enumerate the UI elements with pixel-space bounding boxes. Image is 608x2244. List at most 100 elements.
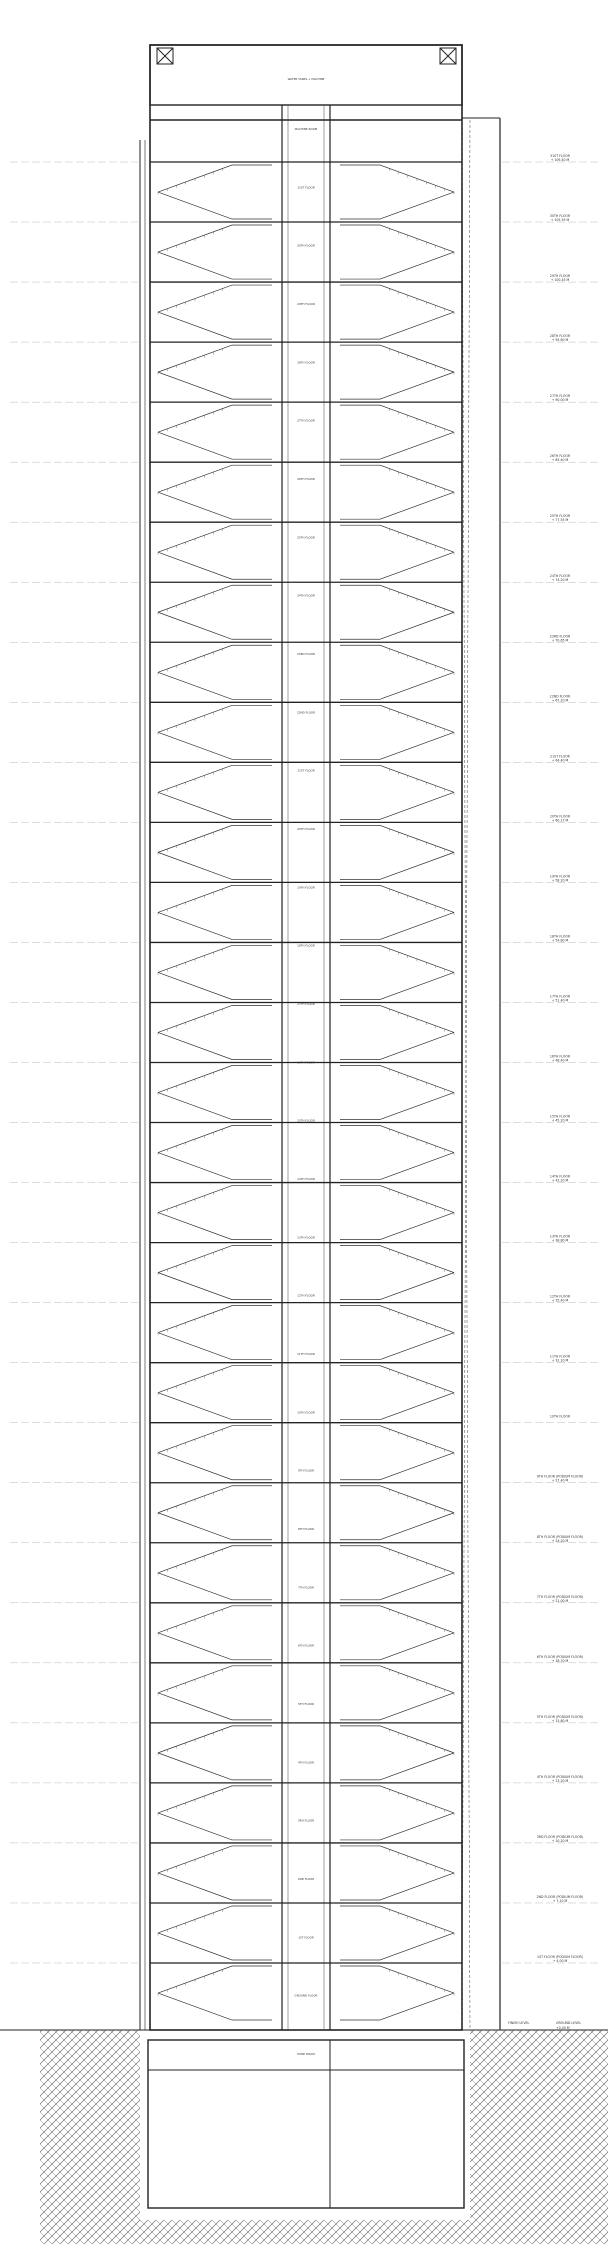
stair-flight-right-lower	[340, 431, 455, 460]
stair-flight-right-lower	[340, 551, 455, 580]
stair-flight-right-lower	[340, 1572, 455, 1601]
stair-flight-left-lower	[157, 1632, 272, 1661]
level-value: + 77.55 M	[552, 518, 569, 522]
level-name: 30TH FLOOR	[550, 214, 571, 218]
stair-flight-right-upper	[340, 945, 455, 973]
core-floor-label: 12TH FLOOR	[297, 1294, 315, 1298]
stair-flight-left-lower	[157, 1272, 272, 1300]
stair-flight-right-lower	[340, 1512, 455, 1541]
stair-flight-right-lower	[340, 852, 455, 880]
stair-flight-right-upper	[340, 1725, 455, 1754]
level-name: 15TH FLOOR	[550, 1115, 571, 1119]
core-floor-label: 22ND FLOOR	[297, 710, 315, 714]
stair-flight-right-lower	[340, 371, 455, 400]
core-floor-label: 9TH FLOOR	[298, 1469, 314, 1473]
core-floor-label: 5TH FLOOR	[298, 1702, 314, 1706]
stair-flight-left-lower	[157, 1452, 272, 1481]
stair-flight-left-lower	[157, 311, 272, 340]
level-name: 18TH FLOOR	[550, 934, 571, 938]
core-floor-label: 30TH FLOOR	[297, 244, 315, 248]
level-value: + 90.00 M	[552, 398, 569, 402]
stair-flight-left-upper	[157, 1965, 272, 1994]
stair-flight-left-lower	[157, 1152, 272, 1180]
stair-flight-left-upper	[157, 464, 272, 493]
core-floor-label: 15TH FLOOR	[297, 1119, 315, 1123]
level-name: 2ND FLOOR (PODIUM FLOOR)	[537, 1895, 584, 1899]
stair-flight-left-upper	[157, 1065, 272, 1093]
stair-flight-right-lower	[340, 1692, 455, 1721]
level-name: 11TH FLOOR	[550, 1355, 571, 1359]
level-name: 27TH FLOOR	[550, 394, 571, 398]
stair-flight-right-lower	[340, 491, 455, 520]
stair-flight-right-upper	[340, 1905, 455, 1934]
stair-flight-left-upper	[157, 1665, 272, 1694]
level-name: 13TH FLOOR	[550, 1235, 571, 1239]
level-value: + 45.20 M	[552, 1119, 569, 1123]
level-value: + 58.20 M	[552, 878, 569, 882]
level-value: + 60.17 M	[552, 818, 569, 822]
stair-flight-left-lower	[157, 671, 272, 700]
level-name: 22ND FLOOR	[550, 694, 571, 698]
core-floor-label: 11TH FLOOR	[297, 1352, 315, 1356]
level-value: + 18.70 M	[552, 1659, 569, 1663]
stair-flight-right-lower	[340, 1092, 455, 1120]
stair-flight-left-upper	[157, 344, 272, 373]
tower-outline	[139, 44, 501, 2031]
stair-flight-right-upper	[340, 825, 455, 853]
roof-corner-left	[156, 47, 174, 65]
stair-flight-left-upper	[157, 1605, 272, 1634]
stair-flight-left-lower	[157, 1212, 272, 1240]
stair-flight-left-lower	[157, 731, 272, 760]
stair-flight-left-lower	[157, 1872, 272, 1901]
core-floor-label: 27TH FLOOR	[297, 419, 315, 423]
core-floor-label: 19TH FLOOR	[297, 885, 315, 889]
core-floor-label: 13TH FLOOR	[297, 1235, 315, 1239]
stair-flight-left-lower	[157, 912, 272, 940]
stair-flight-right-lower	[340, 1332, 455, 1361]
stair-flight-right-upper	[340, 1065, 455, 1093]
level-name: 25TH FLOOR	[550, 514, 571, 518]
core-floor-label: 2ND FLOOR	[298, 1877, 314, 1881]
stair-flight-right-lower	[340, 792, 455, 820]
level-value: + 54.80 M	[552, 938, 569, 942]
stair-flight-left-lower	[157, 191, 272, 220]
core-floor-label: PUMP ROOM	[297, 2052, 315, 2056]
core-floor-label: 7TH FLOOR	[298, 1585, 314, 1589]
level-name: 10TH FLOOR	[550, 1415, 571, 1419]
stair-flight-left-upper	[157, 1305, 272, 1333]
stair-flight-left-upper	[157, 1905, 272, 1934]
stair-flight-right-upper	[340, 704, 455, 733]
core-floor-label: 14TH FLOOR	[297, 1177, 315, 1181]
stair-flight-left-upper	[157, 1125, 272, 1153]
level-name: 8TH FLOOR (PODIUM FLOOR)	[537, 1535, 583, 1539]
stair-flight-right-upper	[340, 764, 455, 793]
stair-flight-right-lower	[340, 251, 455, 280]
stair-flight-left-upper	[157, 704, 272, 733]
level-value: + 4.00 M	[553, 1959, 568, 1963]
level-name: 3RD FLOOR (PODIUM FLOOR)	[537, 1835, 584, 1839]
stair-flight-right-lower	[340, 1632, 455, 1661]
stair-flight-right-upper	[340, 1785, 455, 1814]
stair-flight-right-upper	[340, 1305, 455, 1333]
stair-flight-right-upper	[340, 1185, 455, 1213]
stair-flight-left-upper	[157, 224, 272, 253]
stair-flight-left-upper	[157, 1245, 272, 1273]
level-value: + 32.10 M	[552, 1359, 569, 1363]
stair-flight-right-upper	[340, 344, 455, 373]
level-name: 23RD FLOOR	[550, 634, 571, 638]
level-name: 28TH FLOOR	[550, 334, 571, 338]
core-floor-label: 20TH FLOOR	[297, 827, 315, 831]
stair-flight-right-upper	[340, 1365, 455, 1394]
roof-corner-right	[439, 47, 457, 65]
level-value: + 105.55 M	[551, 218, 570, 222]
core-floor-label: 1ST FLOOR	[298, 1935, 314, 1939]
core-floor-label: GROUND FLOOR	[295, 1994, 318, 1998]
stair-flight-left-upper	[157, 284, 272, 313]
stair-flight-right-lower	[340, 972, 455, 1000]
level-value: + 48.40 M	[552, 1059, 569, 1063]
level-name: 19TH FLOOR	[550, 874, 571, 878]
stair-flight-left-lower	[157, 1572, 272, 1601]
stair-flight-right-lower	[340, 671, 455, 700]
stair-flight-left-lower	[157, 1092, 272, 1120]
stair-flight-right-lower	[340, 1752, 455, 1781]
